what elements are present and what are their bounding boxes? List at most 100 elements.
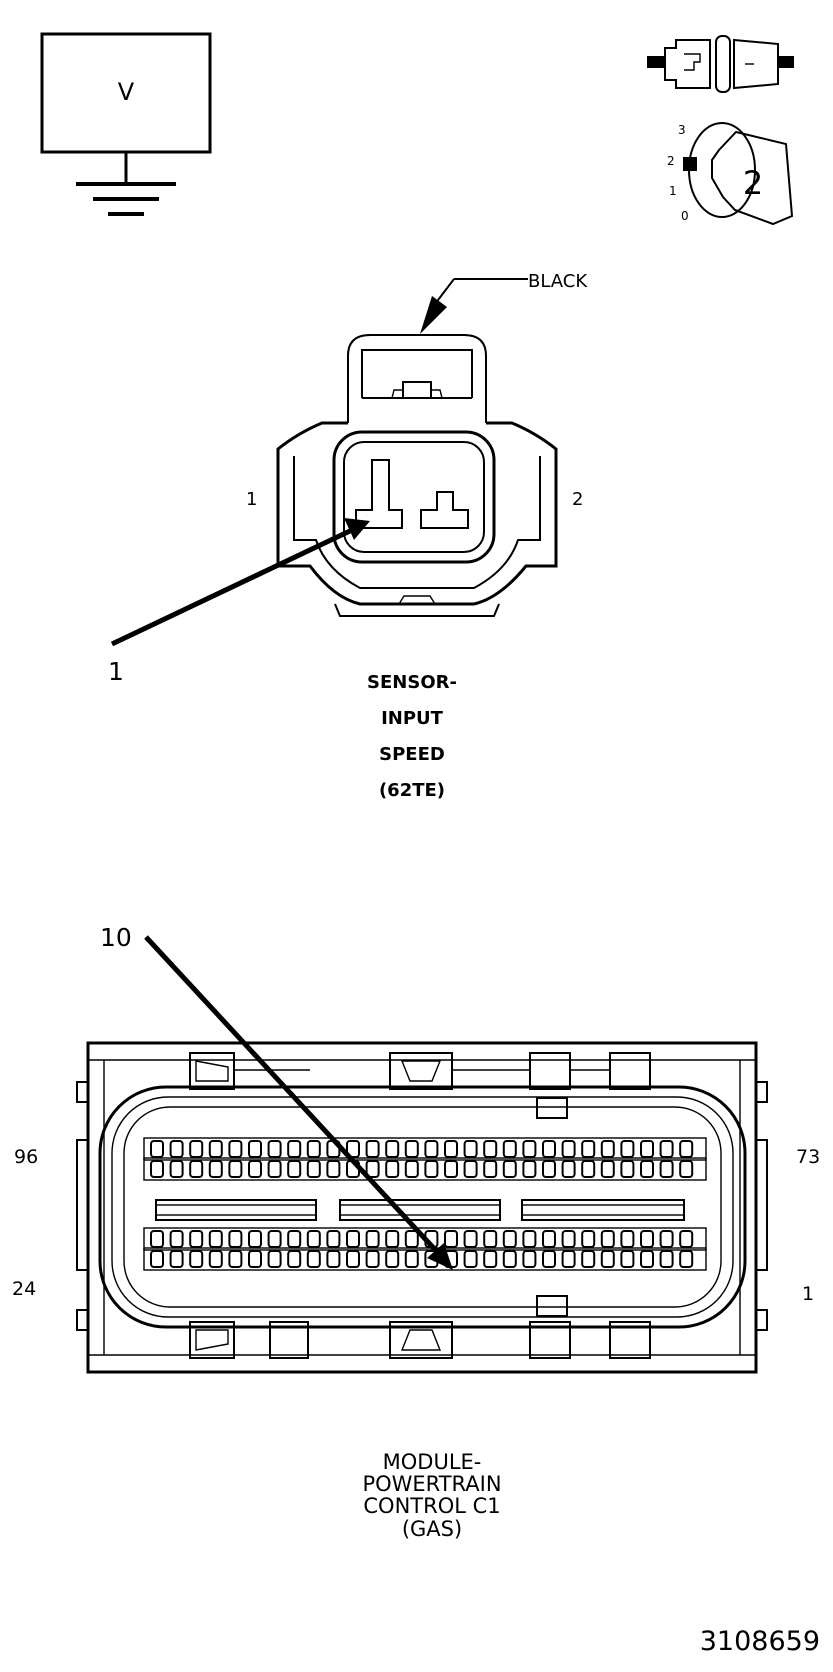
pin-cavity [502,1160,517,1178]
ignition-position-1: 1 [669,184,677,198]
connector-color-label: BLACK [528,271,588,292]
pin-cavity [365,1160,380,1178]
terminal-cavity [332,430,496,564]
pin-cavity [404,1160,419,1178]
pin-cavity [581,1230,596,1248]
pin-cavity [267,1250,282,1268]
connector-housing [276,421,558,606]
pin-label-1-pcm: 1 [802,1283,814,1305]
pin-cavity [659,1140,674,1158]
pin-cavity [424,1140,439,1158]
pin-cavity [463,1140,478,1158]
pin-cavity [248,1160,262,1178]
pin-cavity [208,1140,223,1158]
terminal-2 [420,491,469,529]
pin-cavity [483,1250,498,1268]
pin-cavity [267,1230,282,1248]
pin-cavity [522,1140,537,1158]
leader-arrowhead [420,296,447,334]
pin-cavity [659,1160,674,1178]
pin-cavity [640,1160,654,1178]
ignition-position-0: 0 [681,209,689,223]
callout-10: 10 [100,923,132,952]
pin-cavity [600,1140,615,1158]
pin-cavity [522,1230,537,1248]
pin-cavity [346,1230,360,1248]
pin-cavity [385,1230,400,1248]
pin-cavity [404,1250,419,1268]
pin-cavity [679,1250,694,1268]
voltmeter-label: V [118,78,135,106]
pin-cavity [306,1160,321,1178]
pin-cavity [208,1250,223,1268]
pin-cavity [522,1160,537,1178]
pin-cavity [248,1140,262,1158]
pin-cavity [640,1250,654,1268]
pin-cavity [640,1230,654,1248]
pin-row-band [143,1247,707,1271]
pin-cavity [189,1230,204,1248]
pin-cavity [248,1250,262,1268]
pcm-title-line-3: CONTROL C1 [363,1494,500,1518]
pin-row-band [143,1227,707,1251]
ignition-key-icon: 3 2 1 0 2 [667,122,794,226]
pin-label-1: 1 [246,489,257,510]
pin-cavity [640,1140,654,1158]
pin-cavity [620,1160,635,1178]
ignition-key-number: 2 [743,164,763,202]
pin-row-band [143,1137,707,1161]
sensor-title-line-1: SENSOR- [367,672,457,693]
ignition-position-3: 3 [678,123,686,137]
pin-cavity [522,1250,537,1268]
pin-cavity [306,1140,321,1158]
pin-cavity [600,1230,615,1248]
disconnected-connector-icon [647,35,794,93]
sensor-connector: BLACK 1 2 1 SENSOR- INPUT SPEED (62TE) [108,271,588,801]
pcm-slot-middle [339,1199,501,1221]
pcm-slot-right [521,1199,685,1221]
pin-cavity [600,1250,615,1268]
pcm-title-line-2: POWERTRAIN [362,1472,501,1496]
pin-cavity [287,1140,302,1158]
pin-cavity [542,1250,556,1268]
pin-cavity [424,1160,439,1178]
pin-cavity [267,1140,282,1158]
pin-cavity [542,1140,556,1158]
pin-cavity [561,1160,576,1178]
pin-cavity [502,1250,517,1268]
pin-cavity [620,1140,635,1158]
pin-label-24: 24 [12,1278,36,1300]
pin-cavity [502,1140,517,1158]
pin-cavity [659,1250,674,1268]
pin-cavity [267,1160,282,1178]
pin-cavity [404,1140,419,1158]
pin-cavity [463,1230,478,1248]
callout-1: 1 [108,657,124,686]
pin-cavity [463,1250,478,1268]
pin-cavity [150,1160,164,1178]
pin-cavity [600,1160,615,1178]
sensor-title-line-4: (62TE) [379,780,445,801]
sensor-title-line-3: SPEED [379,744,445,765]
pin-cavity [679,1230,694,1248]
pin-cavity [287,1230,302,1248]
pin-label-96: 96 [14,1146,38,1168]
pin-cavity [169,1230,184,1248]
pin-cavity [287,1160,302,1178]
pin-cavity [463,1160,478,1178]
pin-cavity [228,1160,243,1178]
pin-cavity [365,1250,380,1268]
pin-cavity [365,1140,380,1158]
pin-cavity [228,1250,243,1268]
pin-cavity [444,1160,458,1178]
pin-cavity [483,1140,498,1158]
pin-cavity [581,1140,596,1158]
connector-latch [347,334,487,423]
pin-cavity [169,1250,184,1268]
pin-cavity [326,1250,341,1268]
pin-cavity [326,1230,341,1248]
pcm-title-line-4: (GAS) [402,1517,462,1541]
pin-cavity [581,1250,596,1268]
pin-cavity [208,1160,223,1178]
pin-cavity [326,1160,341,1178]
